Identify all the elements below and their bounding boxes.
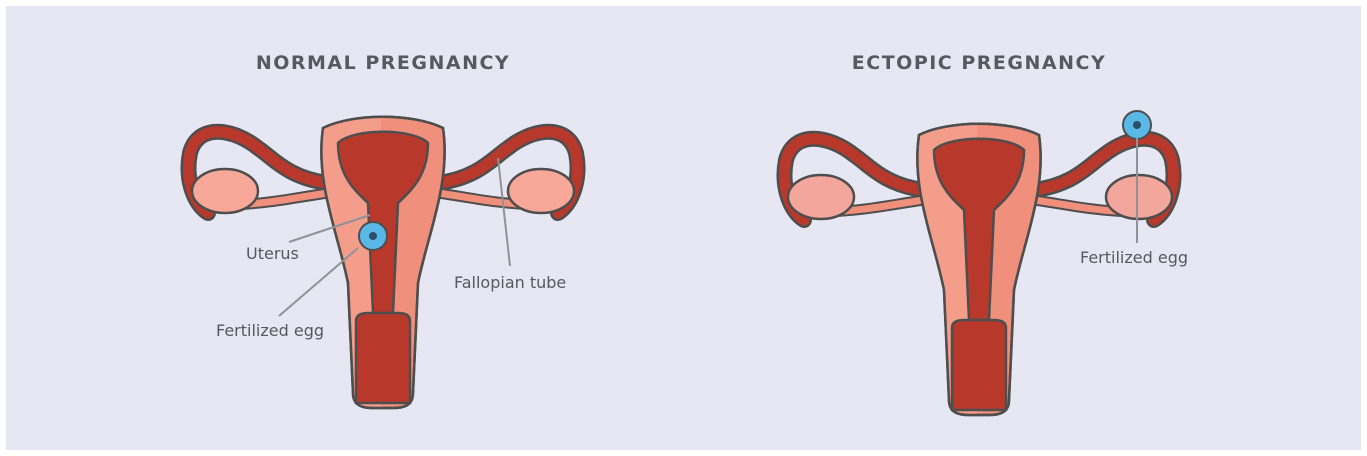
fertilized-egg-label-ectopic: Fertilized egg [1080,248,1188,267]
fallopian-leader-line [498,158,510,266]
right-ovary [508,169,574,213]
uterus-label: Uterus [246,244,299,263]
diagram-canvas: NORMAL PREGNANCY Uterus Fertilized egg F… [6,6,1361,450]
fertilized-egg-label-normal: Fertilized egg [216,321,324,340]
normal-pregnancy-title: NORMAL PREGNANCY [256,52,510,74]
pregnancy-diagram: NORMAL PREGNANCY Uterus Fertilized egg F… [6,6,1361,450]
ectopic-reproductive-system [785,124,1174,415]
left-ovary [192,169,258,213]
fertilized-egg-ectopic [1123,111,1151,139]
fallopian-tube-label: Fallopian tube [454,273,566,292]
right-ovary-ectopic [1106,175,1172,219]
fertilized-egg-normal [359,222,387,250]
ectopic-pregnancy-title: ECTOPIC PREGNANCY [852,52,1106,74]
left-ovary-ectopic [788,175,854,219]
